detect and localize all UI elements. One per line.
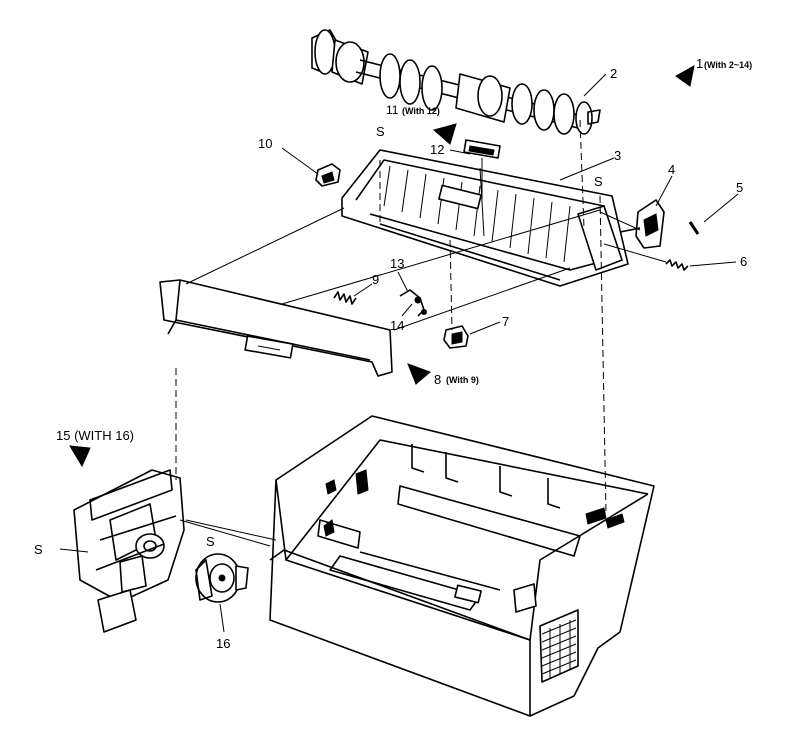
part-6-spring (665, 259, 689, 271)
callout-leaders (219, 73, 739, 633)
callout-1: 1 (696, 56, 703, 71)
callout-7: 7 (502, 314, 509, 329)
callout-11-note: (With 12) (402, 106, 440, 116)
part-12-latch (463, 139, 501, 200)
paper-guide-frame (341, 149, 629, 287)
part-7-block (443, 325, 469, 349)
s-mark-right: S (594, 174, 603, 189)
callout-5: 5 (736, 180, 743, 195)
callout-labels: 2 1 (With 2~14) 11 (With 12) S 10 12 3 S… (34, 56, 752, 651)
alignment-lines (175, 119, 667, 547)
arrow-1-icon (675, 65, 695, 87)
roller-assembly (311, 29, 601, 135)
callout-13: 13 (390, 256, 404, 271)
callout-10: 10 (258, 136, 272, 151)
callout-16: 16 (216, 636, 230, 651)
part-13-14-hook (399, 289, 427, 317)
part-9-spring (333, 291, 357, 305)
s-mark-top: S (376, 124, 385, 139)
arrows (69, 65, 695, 468)
callout-6: 6 (740, 254, 747, 269)
motor (195, 553, 249, 603)
part-10-clip (315, 163, 341, 187)
callout-14: 14 (390, 318, 404, 333)
printer-base (269, 415, 655, 717)
callout-8: 8 (434, 372, 441, 387)
callout-4: 4 (668, 162, 675, 177)
s-mark-left: S (34, 542, 43, 557)
callout-1-note: (With 2~14) (704, 60, 752, 70)
callout-3: 3 (614, 148, 621, 163)
callout-15: 15 (WITH 16) (56, 428, 134, 443)
front-cover (159, 279, 393, 377)
s-mark-motor: S (206, 534, 215, 549)
motor-bracket-assembly (59, 469, 185, 633)
arrow-11-icon (432, 123, 457, 145)
callout-2: 2 (610, 66, 617, 81)
arrow-8-icon (407, 363, 431, 385)
arrow-15-icon (69, 445, 91, 468)
part-5-pin (688, 221, 700, 235)
callout-12: 12 (430, 142, 444, 157)
callout-8-note: (With 9) (446, 375, 479, 385)
callout-9: 9 (372, 272, 379, 287)
callout-11: 11 (386, 103, 399, 117)
part-4-bracket (619, 199, 665, 249)
